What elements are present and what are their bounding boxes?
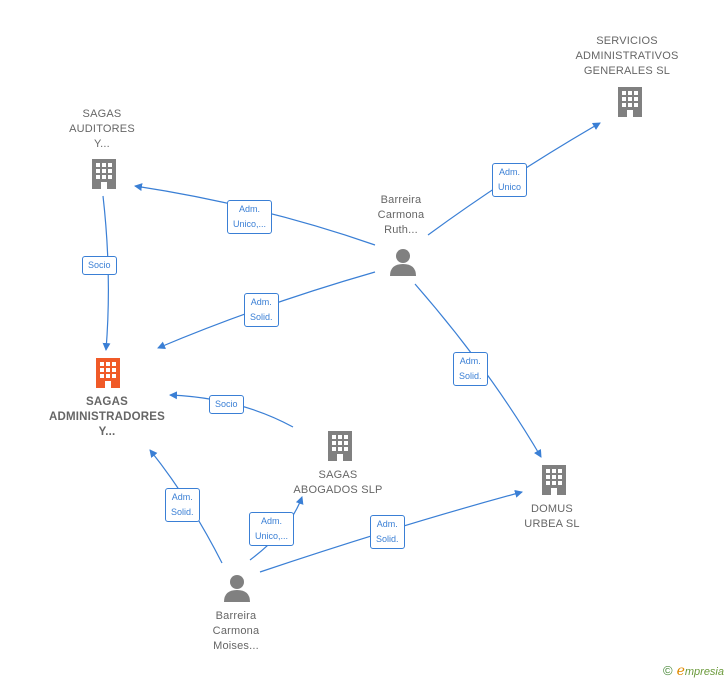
edge-label-ruth-admin[interactable]: Adm. Solid. [244,293,279,327]
node-label-domus[interactable]: DOMUS URBEA SL [524,503,580,530]
edge-label-auditores-admin[interactable]: Socio [82,256,117,275]
building-icon[interactable] [614,85,646,119]
edge-label-moises-abogados[interactable]: Adm. Unico,... [249,512,295,546]
person-icon[interactable] [222,573,252,603]
edge-label-ruth-domus[interactable]: Adm. Solid. [453,352,488,386]
node-label-ruth[interactable]: Barreira Carmona Ruth... [377,194,425,236]
copyright-symbol: © [662,663,673,678]
node-label-sagas-auditores[interactable]: SAGAS AUDITORES Y... [69,108,135,150]
building-icon[interactable] [324,429,356,463]
person-icon[interactable] [388,247,418,277]
building-icon[interactable] [538,463,570,497]
building-icon[interactable] [88,157,120,191]
empresia-logo[interactable]: ©empresia [663,663,724,679]
focus-building-icon[interactable] [92,356,124,390]
edge-label-abogados-admin[interactable]: Socio [209,395,244,414]
edge-label-moises-admin[interactable]: Adm. Solid. [165,488,200,522]
edge-label-moises-domus[interactable]: Adm. Solid. [370,515,405,549]
node-label-sagas-abogados[interactable]: SAGAS ABOGADOS SLP [293,469,383,496]
node-label-moises[interactable]: Barreira Carmona Moises... [212,610,260,652]
node-label-servicios[interactable]: SERVICIOS ADMINISTRATIVOS GENERALES SL [575,35,679,77]
node-label-sagas-administradores[interactable]: SAGAS ADMINISTRADORES Y... [48,396,166,438]
brand-rest: mpresia [684,666,724,678]
edge-label-ruth-auditores[interactable]: Adm. Unico,... [227,200,273,234]
brand-e: e [676,663,685,679]
edge-label-ruth-servicios[interactable]: Adm. Unico [492,163,528,197]
